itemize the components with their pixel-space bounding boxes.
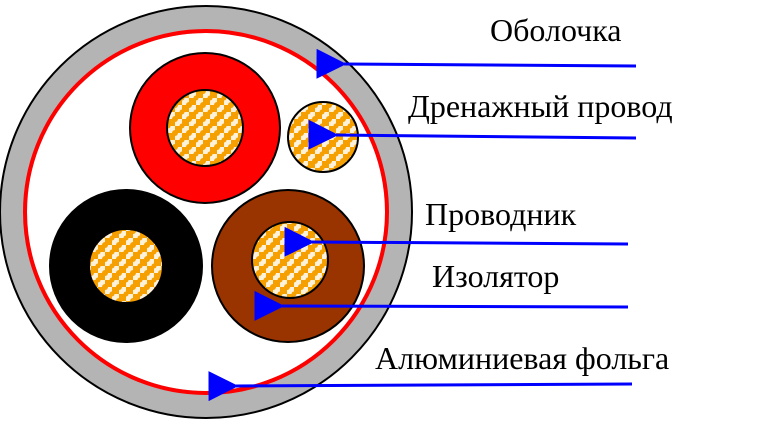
black-core-conductor xyxy=(88,228,164,304)
drain-wire-arrow xyxy=(308,119,637,150)
brown-core-conductor xyxy=(251,221,329,299)
conductor-arrow xyxy=(284,226,629,257)
red-core-conductor xyxy=(166,89,244,167)
insulator-arrow xyxy=(254,290,629,321)
aluminium-foil-label: Алюминиевая фольга xyxy=(375,340,670,376)
insulator-label: Изолятор xyxy=(432,258,560,294)
aluminium-foil-ring xyxy=(23,29,389,395)
conductor-label: Проводник xyxy=(425,196,577,232)
foil-arrow xyxy=(208,371,633,402)
drain-wire xyxy=(287,101,359,173)
drain-wire-label: Дренажный провод xyxy=(408,88,673,124)
sheath-label: Оболочка xyxy=(490,12,622,48)
sheath-arrow xyxy=(316,48,637,79)
